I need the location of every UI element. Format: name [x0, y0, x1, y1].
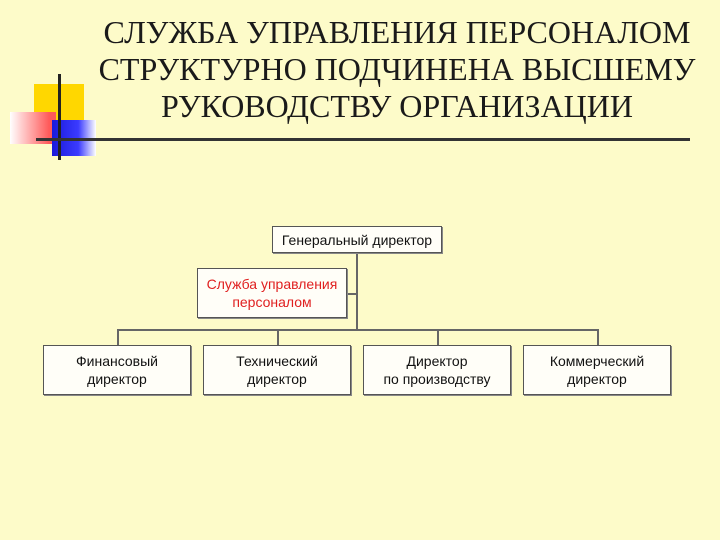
- node-general-director-label: Генеральный директор: [281, 231, 433, 248]
- title-line-1: СЛУЖБА УПРАВЛЕНИЯ ПЕРСОНАЛОМ: [103, 14, 691, 50]
- node-technical-director: Технический директор: [203, 345, 351, 395]
- connector-drop-3: [437, 329, 439, 345]
- node-hr-service-line-1: Служба управления: [206, 276, 338, 292]
- node-commercial-director-line-2: директор: [567, 371, 627, 387]
- node-commercial-director: Коммерческий директор: [523, 345, 671, 395]
- connector-staff-link: [346, 293, 357, 295]
- node-hr-service-line-2: персоналом: [232, 294, 312, 310]
- connector-top-vertical: [356, 252, 358, 330]
- node-production-director-line-2: по производству: [383, 371, 491, 387]
- node-technical-director-line-2: директор: [247, 371, 307, 387]
- connector-drop-1: [117, 329, 119, 345]
- node-financial-director-line-1: Финансовый: [76, 353, 158, 369]
- node-hr-service: Служба управления персоналом: [197, 268, 347, 318]
- node-financial-director: Финансовый директор: [43, 345, 191, 395]
- connector-drop-2: [277, 329, 279, 345]
- connector-horizontal-bus: [117, 329, 598, 331]
- connector-drop-4: [597, 329, 599, 345]
- slide-title: СЛУЖБА УПРАВЛЕНИЯ ПЕРСОНАЛОМ СТРУКТУРНО …: [92, 14, 702, 125]
- node-production-director-line-1: Директор: [406, 353, 468, 369]
- node-commercial-director-line-1: Коммерческий: [549, 353, 645, 369]
- decor-vertical-line: [58, 74, 61, 160]
- title-line-3: РУКОВОДСТВУ ОРГАНИЗАЦИИ: [160, 88, 633, 124]
- title-line-2: СТРУКТУРНО ПОДЧИНЕНА ВЫСШЕМУ: [98, 51, 696, 87]
- node-production-director: Директор по производству: [363, 345, 511, 395]
- node-general-director: Генеральный директор: [272, 226, 442, 253]
- node-technical-director-line-1: Технический: [236, 353, 318, 369]
- title-underline: [36, 138, 690, 141]
- node-financial-director-line-2: директор: [87, 371, 147, 387]
